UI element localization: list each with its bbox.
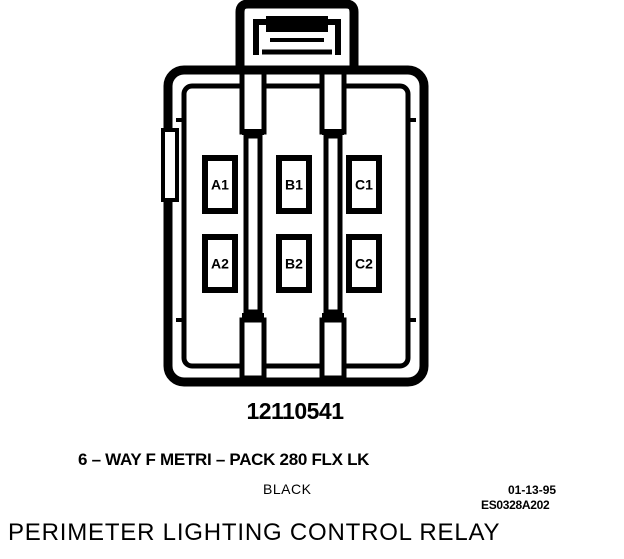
pin-cavity-outline xyxy=(346,155,382,214)
pin-a1: A1 xyxy=(202,155,238,214)
pin-c1: C1 xyxy=(346,155,382,214)
connector-description: 6 – WAY F METRI – PACK 280 FLX LK xyxy=(78,450,370,469)
connector-color: BLACK xyxy=(263,481,312,497)
pin-label: C2 xyxy=(355,256,373,272)
diagram-title: PERIMETER LIGHTING CONTROL RELAY xyxy=(8,519,501,546)
pin-label: B1 xyxy=(285,177,303,193)
part-number: 12110541 xyxy=(246,398,344,424)
pin-label: B2 xyxy=(285,256,303,272)
pin-label: A1 xyxy=(211,177,229,193)
pin-cavity-outline xyxy=(346,234,382,293)
terminal-rails xyxy=(239,69,347,381)
diagram-date: 01-13-95 xyxy=(508,483,557,497)
pin-a2: A2 xyxy=(202,234,238,293)
pin-label: C1 xyxy=(355,177,373,193)
pin-cavity-outline xyxy=(202,155,238,214)
pin-cavity-outline xyxy=(276,234,312,293)
pin-b1: B1 xyxy=(276,155,312,214)
pin-cavity-outline xyxy=(276,155,312,214)
diagram-reference: ES0328A202 xyxy=(481,498,550,512)
connector-housing xyxy=(161,65,429,387)
pin-label: A2 xyxy=(211,256,229,272)
connector-latch xyxy=(235,0,359,72)
pin-cavity-outline xyxy=(202,234,238,293)
pin-c2: C2 xyxy=(346,234,382,293)
pin-b2: B2 xyxy=(276,234,312,293)
